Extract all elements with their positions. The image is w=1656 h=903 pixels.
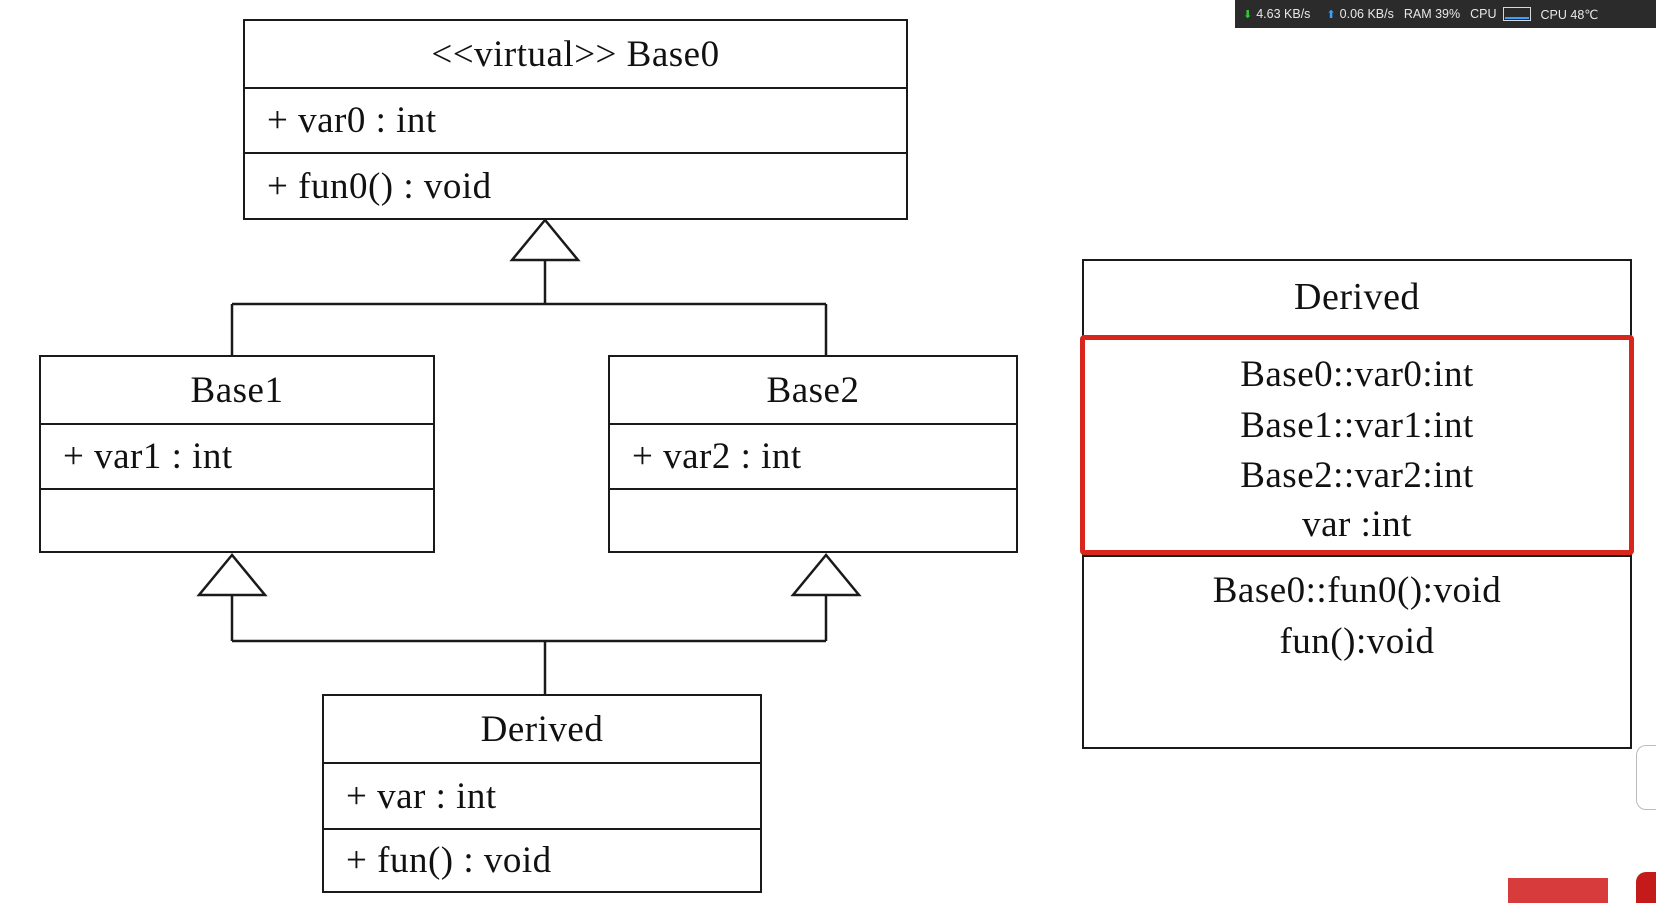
layout-member: Base1::var1:int — [1240, 405, 1474, 446]
upload-arrow-icon: ⬆ — [1326, 8, 1336, 21]
decorative-red-shape — [1508, 878, 1608, 903]
derived-memory-layout: Derived Base0::var0:int Base1::var1:int … — [1080, 259, 1634, 749]
class-base2: Base2 + var2 : int — [608, 355, 1018, 553]
layout-member: var :int — [1302, 504, 1412, 545]
upload-speed-value: 0.06 KB/s — [1339, 7, 1394, 21]
class-name: Base1 — [190, 369, 284, 411]
class-base0: <<virtual>> Base0 + var0 : int + fun0() … — [243, 19, 908, 220]
download-speed: ⬇ 4.63 KB/s — [1243, 7, 1310, 21]
cpu-label: CPU — [1470, 7, 1497, 21]
base2-generalization-arrow-icon — [790, 553, 862, 597]
ram-usage: RAM 39% — [1403, 7, 1461, 21]
data-members-highlight — [1080, 335, 1634, 555]
layout-divider — [1084, 555, 1630, 557]
class-derived: Derived + var : int + fun() : void — [322, 694, 762, 893]
system-status-bar: ⬇ 4.63 KB/s ⬆ 0.06 KB/s RAM 39% CPU CPU … — [1235, 0, 1656, 28]
class-attribute: + var2 : int — [610, 423, 1016, 488]
layout-member: Base0::var0:int — [1240, 354, 1474, 395]
class-base1: Base1 + var1 : int — [39, 355, 435, 553]
download-arrow-icon: ⬇ — [1243, 8, 1253, 21]
layout-method: fun():void — [1279, 621, 1435, 662]
class-method — [610, 488, 1016, 551]
upload-speed: ⬆ 0.06 KB/s — [1320, 7, 1393, 21]
class-name: Base2 — [766, 369, 860, 411]
class-attribute: + var : int — [324, 762, 760, 828]
class-method: + fun() : void — [324, 828, 760, 891]
class-attribute: + var1 : int — [41, 423, 433, 488]
decorative-red-corner — [1636, 872, 1656, 903]
layout-method: Base0::fun0():void — [1212, 570, 1502, 611]
base1-generalization-arrow-icon — [196, 553, 268, 597]
download-speed-value: 4.63 KB/s — [1256, 7, 1311, 21]
cpu-graph-icon — [1502, 7, 1531, 21]
class-attribute: + var0 : int — [245, 87, 906, 152]
cpu-temperature: CPU 48℃ — [1540, 7, 1599, 22]
class-method — [41, 488, 433, 551]
side-panel-tab[interactable] — [1636, 745, 1656, 810]
class-name: <<virtual>> Base0 — [431, 33, 720, 75]
layout-member: Base2::var2:int — [1240, 455, 1474, 496]
class-name: Derived — [480, 708, 604, 750]
layout-title: Derived — [1294, 276, 1420, 318]
base0-generalization-arrow-icon — [509, 218, 581, 262]
cpu-usage: CPU — [1470, 7, 1531, 21]
class-method: + fun0() : void — [245, 152, 906, 218]
